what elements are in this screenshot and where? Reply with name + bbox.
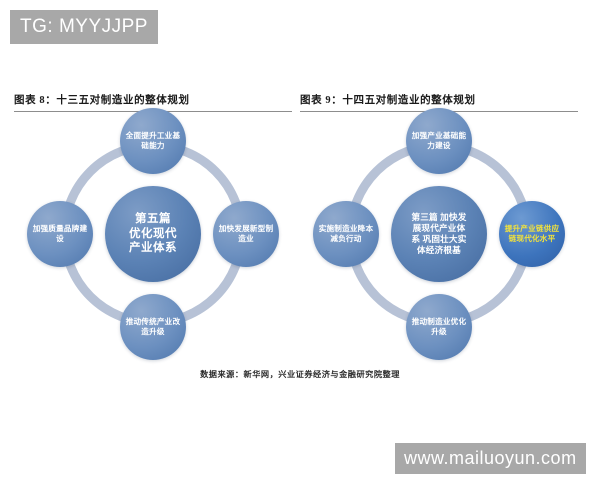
figure-panel-left: 图表 8：十三五对制造业的整体规划 全面提升工业基础能力 加快发展新型制造业 推… bbox=[14, 92, 292, 364]
node-south-left[interactable]: 推动传统产业改造升级 bbox=[120, 294, 186, 360]
node-south-right-label: 推动制造业优化升级 bbox=[411, 317, 467, 336]
figure-title-left: 图表 8：十三五对制造业的整体规划 bbox=[14, 95, 190, 106]
node-east-right[interactable]: 提升产业链供应链现代化水平 bbox=[499, 201, 565, 267]
node-south-right[interactable]: 推动制造业优化升级 bbox=[406, 294, 472, 360]
watermark-bottom: www.mailuoyun.com bbox=[395, 443, 586, 474]
cycle-diagram-left: 全面提升工业基础能力 加快发展新型制造业 推动传统产业改造升级 加强质量品牌建设… bbox=[14, 108, 292, 364]
figure-panel-right: 图表 9：十四五对制造业的整体规划 加强产业基础能力建设 提升产业链供应链现代化… bbox=[300, 92, 578, 364]
hub-left-label: 第五篇优化现代产业体系 bbox=[129, 212, 177, 255]
node-north-right-label: 加强产业基础能力建设 bbox=[411, 131, 467, 150]
hub-circle-left[interactable]: 第五篇优化现代产业体系 bbox=[105, 186, 201, 282]
node-west-left-label: 加强质量品牌建设 bbox=[32, 224, 88, 243]
source-note: 数据来源：新华网，兴业证券经济与金融研究院整理 bbox=[200, 370, 400, 379]
node-west-right[interactable]: 实施制造业降本减负行动 bbox=[313, 201, 379, 267]
node-west-right-label: 实施制造业降本减负行动 bbox=[318, 224, 374, 243]
node-north-right[interactable]: 加强产业基础能力建设 bbox=[406, 108, 472, 174]
node-north-left[interactable]: 全面提升工业基础能力 bbox=[120, 108, 186, 174]
watermark-top: TG: MYYJJPP bbox=[10, 10, 158, 44]
node-north-left-label: 全面提升工业基础能力 bbox=[125, 131, 181, 150]
node-east-left-label: 加快发展新型制造业 bbox=[218, 224, 274, 243]
hub-right-label: 第三篇 加快发展现代产业体系 巩固壮大实体经济根基 bbox=[411, 212, 467, 255]
node-east-left[interactable]: 加快发展新型制造业 bbox=[213, 201, 279, 267]
cycle-diagram-right: 加强产业基础能力建设 提升产业链供应链现代化水平 推动制造业优化升级 实施制造业… bbox=[300, 108, 578, 364]
node-south-left-label: 推动传统产业改造升级 bbox=[125, 317, 181, 336]
node-west-left[interactable]: 加强质量品牌建设 bbox=[27, 201, 93, 267]
hub-circle-right[interactable]: 第三篇 加快发展现代产业体系 巩固壮大实体经济根基 bbox=[391, 186, 487, 282]
node-east-right-label: 提升产业链供应链现代化水平 bbox=[504, 224, 560, 243]
figure-title-right: 图表 9：十四五对制造业的整体规划 bbox=[300, 95, 476, 106]
